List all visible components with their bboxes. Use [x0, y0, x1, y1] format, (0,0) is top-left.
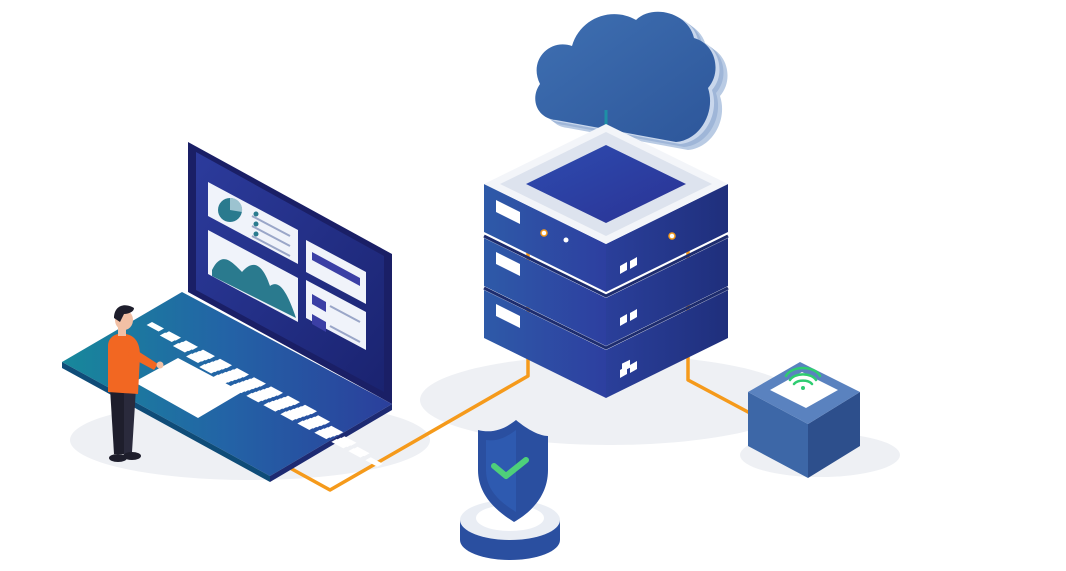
person-icon — [108, 305, 164, 462]
keyboard-key — [163, 331, 181, 341]
keyboard-key — [282, 395, 300, 406]
keyboard-key — [231, 368, 249, 378]
laptop-base — [62, 292, 392, 476]
keyboard-key — [322, 427, 340, 437]
keyboard-key — [246, 392, 264, 403]
area-chart-icon — [212, 259, 296, 318]
keyboard-key — [214, 358, 232, 369]
server-indicators — [620, 257, 637, 378]
keyboard-key — [197, 349, 215, 360]
keyboard-key — [271, 399, 289, 409]
keyboard-key — [295, 406, 314, 416]
keyboard-key — [365, 457, 383, 467]
keyboard-key — [244, 378, 263, 388]
keyboard-key — [229, 383, 247, 394]
keyboard-key — [331, 438, 349, 449]
check-icon — [491, 457, 529, 479]
keyboard-key — [312, 415, 331, 425]
keyboard-key — [263, 402, 281, 412]
keyboard-key — [203, 362, 221, 373]
server-stack — [483, 124, 729, 398]
keyboard-key — [212, 374, 230, 384]
keyboard-key — [233, 382, 251, 392]
cloud-icon — [535, 11, 728, 184]
keyboard-key — [339, 436, 357, 446]
keyboard-key — [186, 353, 204, 363]
keyboard-key — [254, 390, 272, 400]
keyboard-key — [291, 407, 310, 417]
laptop-trackpad — [134, 358, 242, 418]
keyboard-key — [227, 369, 246, 379]
keyboard-key — [288, 408, 306, 419]
keyboard-key — [318, 428, 336, 438]
dashboard-panels — [208, 182, 366, 350]
keyboard-key — [274, 398, 293, 408]
keyboard-key — [265, 386, 283, 396]
wifi-icon — [784, 366, 822, 386]
shield-check-icon — [460, 420, 560, 560]
keyboard-key — [299, 404, 317, 415]
keyboard-key — [189, 352, 208, 362]
keyboard-key — [180, 340, 198, 350]
keyboard-key — [280, 411, 298, 421]
keyboard-key — [216, 373, 234, 383]
keyboard-key — [206, 361, 225, 371]
keyboard-key — [223, 370, 242, 381]
server-unit-2 — [484, 238, 728, 346]
keyboard-key — [278, 396, 297, 407]
keyboard-key — [352, 446, 370, 457]
laptop-keyboard — [146, 322, 383, 467]
keyboard-key — [348, 448, 366, 458]
keyboard-key — [314, 429, 332, 440]
keyboard-key — [193, 350, 212, 361]
server-top-screen — [526, 145, 686, 223]
keyboard-key — [305, 417, 323, 428]
keyboard-key — [159, 332, 178, 342]
keyboard-key — [210, 360, 229, 370]
wifi-screen — [770, 372, 838, 408]
keyboard-key — [199, 364, 217, 374]
wifi-box — [748, 362, 860, 478]
person-shirt — [108, 333, 140, 394]
keyboard-key — [250, 391, 268, 402]
keyboard-key — [261, 387, 280, 398]
keyboard-key — [267, 400, 285, 411]
keyboard-key — [172, 343, 191, 353]
keyboard-key — [176, 341, 195, 352]
panel-list — [306, 280, 366, 350]
keyboard-key — [284, 410, 302, 420]
keyboard-key — [297, 420, 315, 430]
keyboard-key — [301, 419, 319, 429]
keyboard-key — [308, 416, 327, 427]
keyboard-key — [240, 379, 259, 390]
keyboard-key — [248, 377, 266, 387]
keyboard-key — [220, 371, 238, 382]
keyboard-key — [237, 381, 255, 391]
keyboard-key — [257, 389, 276, 399]
keyboard-key — [325, 425, 344, 436]
keyboard-key — [146, 322, 164, 332]
keyboard-key — [335, 437, 353, 448]
